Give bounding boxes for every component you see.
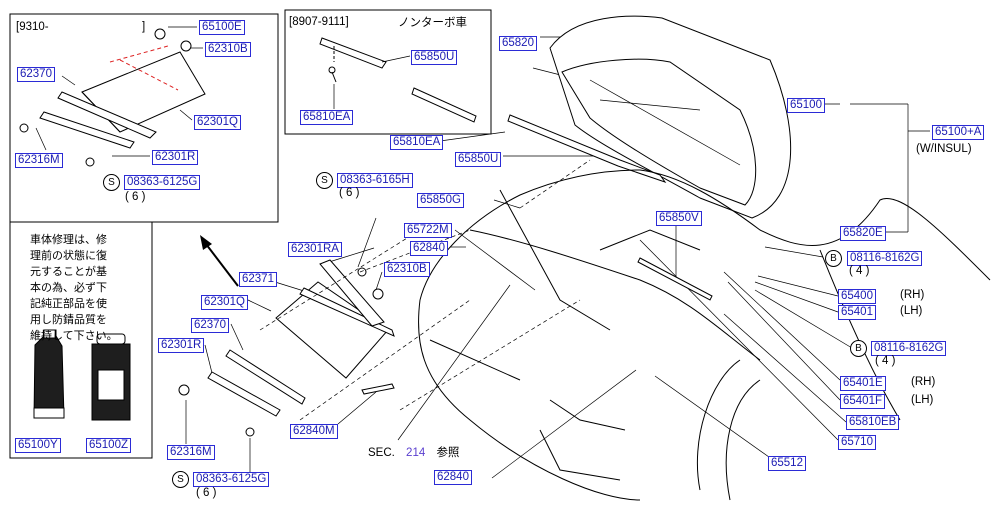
part-link-65820[interactable]: 65820	[499, 36, 537, 51]
qty-08116-8162G-upper: ( 4 )	[849, 265, 870, 277]
rh-note-65400: (RH)	[900, 289, 925, 301]
part-link-62370[interactable]: 62370	[191, 318, 229, 333]
s-marker-inset: S	[103, 174, 120, 191]
part-link-62316M-inset[interactable]: 62316M	[15, 153, 63, 168]
spray-can-65100Z	[91, 333, 131, 421]
lh-note-65401: (LH)	[900, 305, 923, 317]
notice-line: 用し防錆品質を	[30, 313, 107, 326]
part-link-65100Z[interactable]: 65100Z	[86, 438, 132, 453]
part-link-62301Q[interactable]: 62301Q	[201, 295, 248, 310]
part-link-65100Y[interactable]: 65100Y	[15, 438, 61, 453]
direction-arrow	[200, 235, 239, 287]
notice-line: 車体修理は、修	[30, 233, 107, 246]
part-link-62371[interactable]: 62371	[239, 272, 277, 287]
inset-b-drawing	[319, 37, 477, 123]
part-link-08116-8162G-upper[interactable]: 08116-8162G	[847, 251, 923, 266]
part-link-65722M[interactable]: 65722M	[404, 223, 452, 238]
part-link-62301R[interactable]: 62301R	[158, 338, 205, 353]
part-link-62301RA[interactable]: 62301RA	[288, 242, 342, 257]
part-link-65401E[interactable]: 65401E	[840, 376, 886, 391]
repair-notice: 車体修理は、修 理前の状態に復 元することが基 本の為、必ず下 記純正部品を使 …	[30, 232, 142, 344]
inset-b-note: ノンターボ車	[398, 15, 467, 29]
inset-a-drawing	[19, 28, 206, 167]
part-link-08363-6125G[interactable]: 08363-6125G	[193, 472, 270, 487]
part-link-08363-6165H[interactable]: 08363-6165H	[337, 173, 413, 188]
part-link-65850V[interactable]: 65850V	[656, 211, 702, 226]
qty-08116-8162G-lower: ( 4 )	[875, 355, 896, 367]
notice-line: 記純正部品を使	[30, 297, 107, 310]
car-body-outline	[418, 169, 991, 501]
part-link-65850G[interactable]: 65850G	[417, 193, 464, 208]
part-link-65810EB[interactable]: 65810EB	[846, 415, 900, 430]
inset-a-model-range: [9310-	[16, 21, 49, 33]
part-link-65850U[interactable]: 65850U	[455, 152, 502, 167]
inset-a-bracket-close: ]	[142, 21, 146, 33]
part-link-62301R-inset[interactable]: 62301R	[152, 150, 199, 165]
part-link-65710[interactable]: 65710	[838, 435, 876, 450]
part-link-08116-8162G-lower[interactable]: 08116-8162G	[871, 341, 947, 356]
inset-box-8907	[284, 9, 492, 135]
b-marker-lower: B	[850, 340, 867, 357]
part-link-65400[interactable]: 65400	[838, 289, 876, 304]
s-marker-upper: S	[316, 172, 333, 189]
lh-note-65401F: (LH)	[911, 394, 934, 406]
part-link-62310B[interactable]: 62310B	[384, 262, 430, 277]
rh-note-65401E: (RH)	[911, 376, 936, 388]
qty-08363-6165H: ( 6 )	[339, 187, 360, 199]
part-link-62301Q-inset[interactable]: 62301Q	[194, 115, 241, 130]
qty-08363-6125G-inset: ( 6 )	[125, 191, 146, 203]
qty-08363-6125G: ( 6 )	[196, 487, 217, 499]
part-link-62840-lower[interactable]: 62840	[434, 470, 472, 485]
part-link-62310B-inset[interactable]: 62310B	[205, 42, 251, 57]
b-marker-upper: B	[825, 250, 842, 267]
notice-box	[9, 221, 153, 459]
section-prefix: SEC.	[368, 447, 395, 459]
notice-line: 本の為、必ず下	[30, 281, 107, 294]
notice-line: 維持して下さい。	[30, 329, 118, 342]
part-link-65850U-inset[interactable]: 65850U	[411, 50, 458, 65]
part-link-65401[interactable]: 65401	[838, 305, 876, 320]
part-link-65820E[interactable]: 65820E	[840, 226, 886, 241]
part-link-65810EA-inset[interactable]: 65810EA	[300, 110, 354, 125]
notice-line: 元することが基	[30, 265, 107, 278]
part-link-65401F[interactable]: 65401F	[840, 394, 886, 409]
part-link-65100-plus-a[interactable]: 65100+A	[932, 125, 985, 140]
part-link-08363-6125G-inset[interactable]: 08363-6125G	[124, 175, 201, 190]
left-exploded-drawing	[178, 259, 395, 437]
part-link-62840M[interactable]: 62840M	[290, 424, 338, 439]
part-link-65810EA[interactable]: 65810EA	[390, 135, 444, 150]
section-reference: SEC. 214 参照	[368, 444, 459, 460]
part-link-62840-upper[interactable]: 62840	[410, 241, 448, 256]
w-insul-note: (W/INSUL)	[916, 143, 972, 155]
tube-65100Y	[33, 329, 65, 419]
part-link-62316M[interactable]: 62316M	[167, 445, 215, 460]
part-link-65100[interactable]: 65100	[787, 98, 825, 113]
part-link-65512[interactable]: 65512	[768, 456, 806, 471]
section-ref-suffix: 参照	[436, 445, 460, 459]
section-number-link[interactable]: 214	[406, 447, 426, 459]
s-marker-lower: S	[172, 471, 189, 488]
main-hood-drawing	[507, 15, 792, 301]
part-link-62370-inset[interactable]: 62370	[17, 67, 55, 82]
part-link-65100E[interactable]: 65100E	[199, 20, 245, 35]
inset-b-model-range: [8907-9111]	[289, 16, 349, 28]
notice-line: 理前の状態に復	[30, 249, 107, 262]
